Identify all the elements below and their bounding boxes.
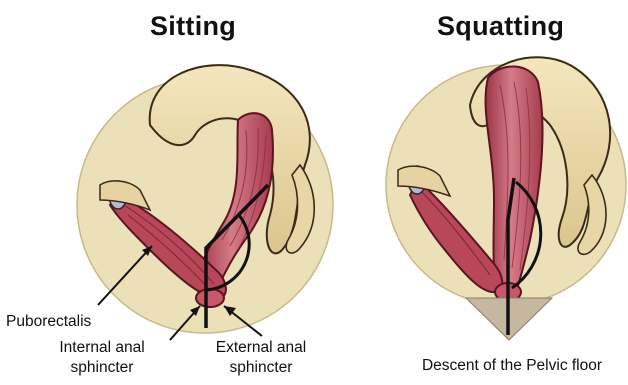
puborectalis-label: Puborectalis — [6, 312, 91, 332]
external-anal-sphincter-label-line1: External anal — [196, 338, 326, 358]
sitting-anal-sphincter — [196, 289, 224, 307]
external-anal-sphincter-label-line2: sphincter — [196, 358, 326, 378]
sitting-panel — [77, 65, 333, 340]
external-anal-sphincter-label: External anal sphincter — [196, 338, 326, 378]
squatting-panel — [386, 57, 626, 340]
descent-pelvic-floor-label: Descent of the Pelvic floor — [398, 356, 626, 376]
sitting-title: Sitting — [150, 11, 236, 42]
squatting-title: Squatting — [437, 11, 564, 42]
internal-anal-sphincter-label-line1: Internal anal — [37, 338, 167, 358]
internal-anal-sphincter-label: Internal anal sphincter — [37, 338, 167, 378]
internal-anal-sphincter-label-line2: sphincter — [37, 358, 167, 378]
